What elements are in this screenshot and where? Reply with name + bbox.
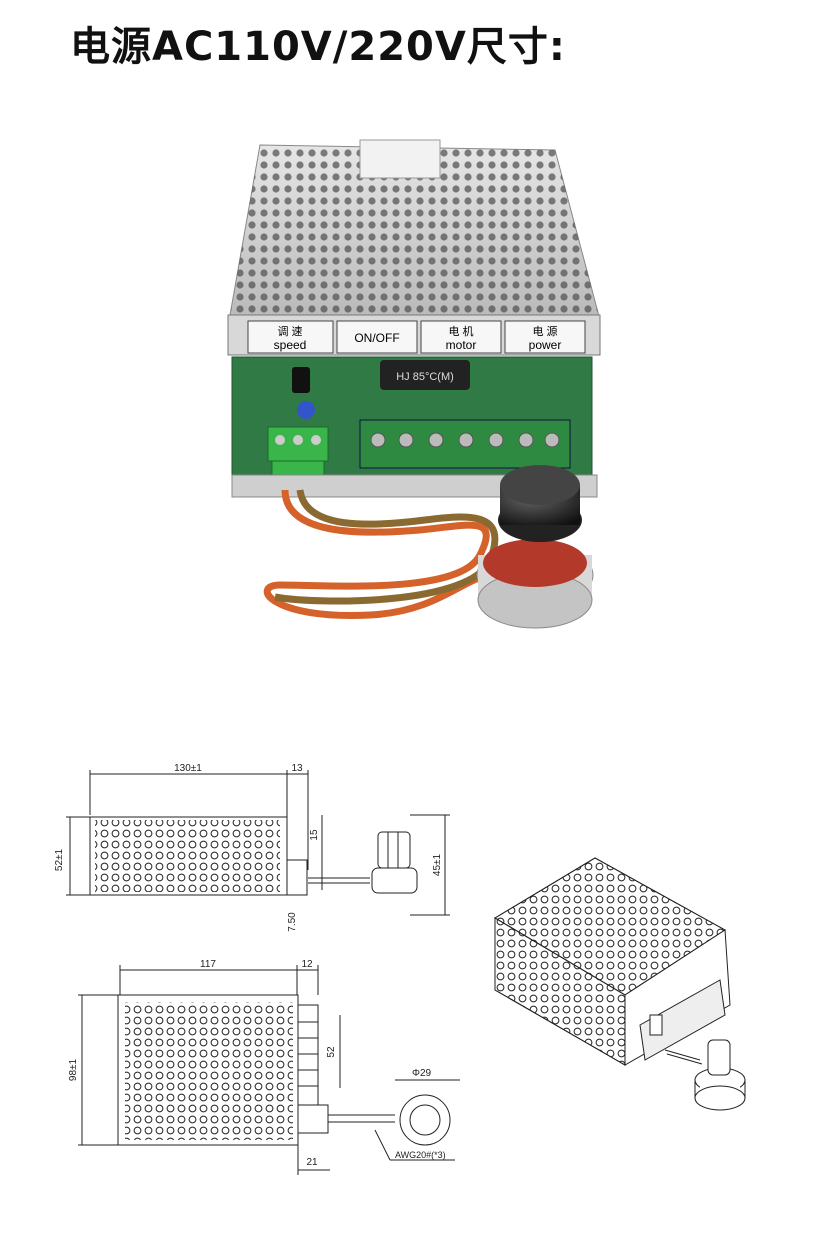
label-onoff: ON/OFF — [354, 331, 399, 345]
technical-drawings: 130±1 13 52±1 15 7.50 45±1 117 12 — [54, 763, 746, 1175]
top-view: 117 12 98±1 52 Φ29 21 AWG20#(*3) — [68, 959, 460, 1175]
dim-bottom-21: 21 — [306, 1157, 318, 1168]
page-title: 电源AC110V/220V尺寸: — [70, 24, 566, 70]
label-speed-en: speed — [274, 338, 307, 352]
dim-pot-dia: Φ29 — [412, 1068, 432, 1079]
label-power-en: power — [529, 338, 562, 352]
dim-side-width: 130±1 — [174, 763, 202, 774]
side-view: 130±1 13 52±1 15 7.50 45±1 — [54, 763, 450, 932]
dim-side-750: 7.50 — [287, 912, 298, 932]
capacitor-text: HJ 85°C(M) — [396, 371, 454, 383]
dim-top-height: 98±1 — [68, 1058, 79, 1081]
dim-pot-height: 45±1 — [432, 853, 443, 876]
dim-terminal-span: 52 — [326, 1046, 337, 1058]
dim-side-height: 52±1 — [54, 848, 65, 871]
label-motor-cn: 电 机 — [448, 324, 473, 338]
dim-top-extra: 12 — [301, 959, 313, 970]
dim-top-width: 117 — [200, 959, 216, 970]
label-speed-cn: 调 速 — [277, 325, 302, 338]
dim-side-extra: 13 — [291, 763, 303, 774]
dim-side-15: 15 — [309, 829, 320, 841]
isometric-view — [494, 857, 746, 1111]
label-power-cn: 电 源 — [532, 324, 557, 338]
panel-labels: 调 速 speed ON/OFF 电 机 motor 电 源 power — [247, 320, 586, 354]
label-motor-en: motor — [446, 338, 477, 352]
product-photo: 调 速 speed ON/OFF 电 机 motor 电 源 power HJ … — [227, 139, 601, 629]
dim-wire: AWG20#(*3) — [395, 1150, 446, 1160]
